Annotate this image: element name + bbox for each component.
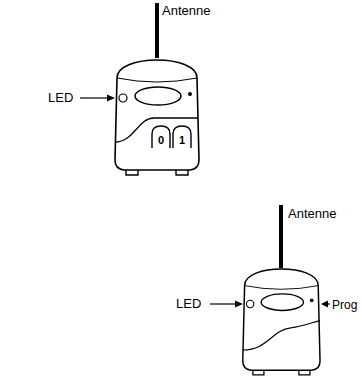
leader-arrow: [80, 97, 108, 98]
transmitter-device: [243, 269, 320, 375]
part-label: Prog: [332, 297, 357, 313]
receiver-device: [115, 60, 199, 175]
antenna: [155, 3, 159, 58]
antenna: [279, 205, 283, 268]
part-label: Antenne: [162, 3, 210, 19]
part-label: LED: [176, 296, 201, 312]
part-label: Antenne: [288, 206, 336, 222]
part-label: LED: [48, 90, 73, 106]
leader-arrow: [210, 303, 236, 304]
button-label: 0: [153, 133, 169, 147]
button-label: 1: [174, 133, 190, 147]
